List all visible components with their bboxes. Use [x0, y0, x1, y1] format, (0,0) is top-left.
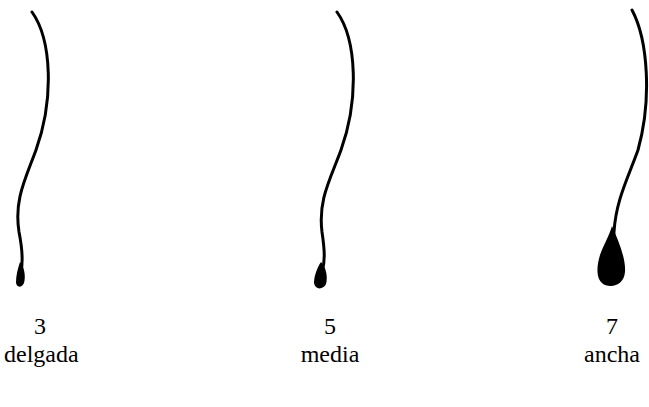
medium-stroke — [321, 12, 353, 272]
width-caption: media — [301, 340, 360, 368]
thin-stroke — [18, 12, 49, 272]
width-number: 7 — [606, 312, 618, 340]
wide-stroke — [612, 10, 647, 258]
thin-stroke-tip — [16, 262, 25, 287]
width-caption: delgada — [4, 340, 79, 368]
wide-stroke-tip — [597, 226, 625, 286]
width-number: 3 — [34, 312, 46, 340]
width-caption: ancha — [584, 340, 640, 368]
medium-stroke-tip — [314, 262, 327, 288]
width-number: 5 — [324, 312, 336, 340]
